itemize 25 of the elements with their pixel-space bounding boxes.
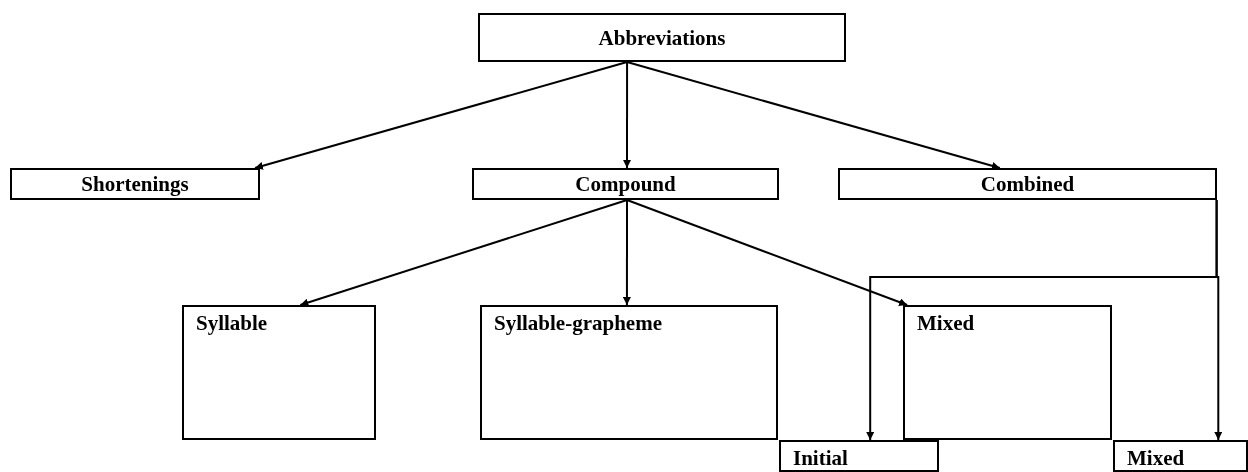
arrow (626, 199, 909, 306)
category-label: Syllable (196, 311, 268, 335)
category-box (1113, 440, 1248, 472)
arrow (299, 199, 629, 307)
category-box (10, 168, 260, 200)
arrow (626, 61, 1001, 170)
arrow (1214, 199, 1223, 441)
category-box (472, 168, 779, 200)
category-label: Compound (575, 172, 676, 196)
arrow (623, 61, 632, 169)
category-box (182, 305, 376, 440)
category-label: Combined (980, 172, 1075, 196)
category-label: Syllable-grapheme (494, 311, 662, 335)
category-box (779, 440, 939, 472)
category-box (838, 168, 1217, 200)
category-box (903, 305, 1112, 440)
category-box (480, 305, 778, 440)
category-label: Initial (793, 446, 848, 470)
category-label: Shortenings (81, 172, 189, 196)
arrow (622, 199, 631, 306)
arrow (254, 61, 629, 170)
category-box (478, 13, 846, 62)
category-label: Mixed (1127, 446, 1185, 470)
category-label: Abbreviations (598, 25, 726, 50)
category-label: Mixed (917, 311, 975, 335)
